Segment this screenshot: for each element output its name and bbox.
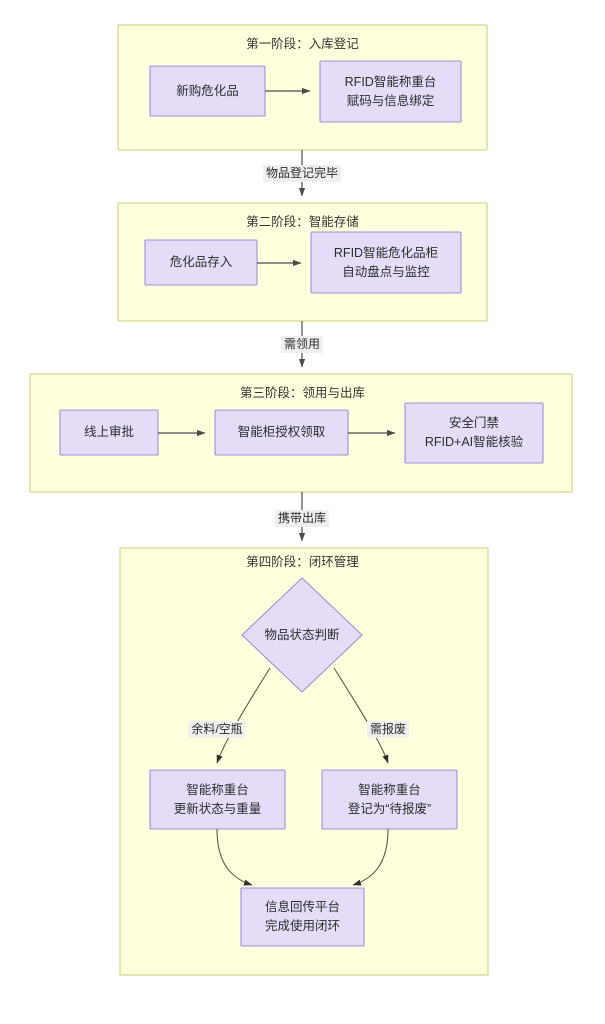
node-s2n1[interactable]	[145, 240, 257, 285]
node-s1n1[interactable]	[150, 66, 265, 116]
node-s4n1[interactable]	[150, 770, 285, 829]
stage4-title: 第四阶段：闭环管理	[246, 555, 359, 569]
stage2-title: 第二阶段：智能存储	[246, 215, 359, 229]
connector-stage2-stage3-label: 需领用	[280, 336, 324, 353]
node-s4d1[interactable]	[242, 578, 362, 692]
node-s4d1-shape[interactable]	[241, 577, 363, 693]
node-s4n3[interactable]	[241, 888, 364, 946]
edge-s4d1-s4n1-label: 余料/空瓶	[188, 721, 246, 738]
node-s1n2-shape[interactable]	[319, 60, 462, 123]
connector-stage1-stage2-label: 物品登记完毕	[262, 165, 342, 182]
node-s3n1[interactable]	[60, 410, 158, 455]
edge-s4n2-s4n3	[352, 828, 389, 886]
node-s2n2-shape[interactable]	[310, 231, 462, 294]
stage4-container	[119, 547, 489, 976]
stage1-title: 第一阶段：入库登记	[246, 37, 359, 51]
node-s2n2[interactable]	[311, 232, 461, 293]
edge-s4d1-s4n1	[216, 667, 271, 764]
node-s3n3-shape[interactable]	[404, 402, 544, 464]
node-s4n2[interactable]	[322, 770, 457, 829]
edge-s4d1-s4n2	[333, 667, 389, 764]
node-s4n3-shape[interactable]	[240, 887, 365, 947]
node-s4n2-shape[interactable]	[321, 769, 458, 830]
node-s3n3[interactable]	[405, 403, 543, 463]
connector-stage3-stage4-label: 携带出库	[274, 510, 330, 527]
node-s1n2[interactable]	[320, 61, 461, 122]
stage3-title: 第三阶段：领用与出库	[239, 386, 365, 400]
node-s3n2[interactable]	[215, 410, 348, 455]
edge-s4n1-s4n3	[216, 828, 253, 886]
edge-s4d1-s4n2-label: 需报废	[366, 721, 410, 738]
